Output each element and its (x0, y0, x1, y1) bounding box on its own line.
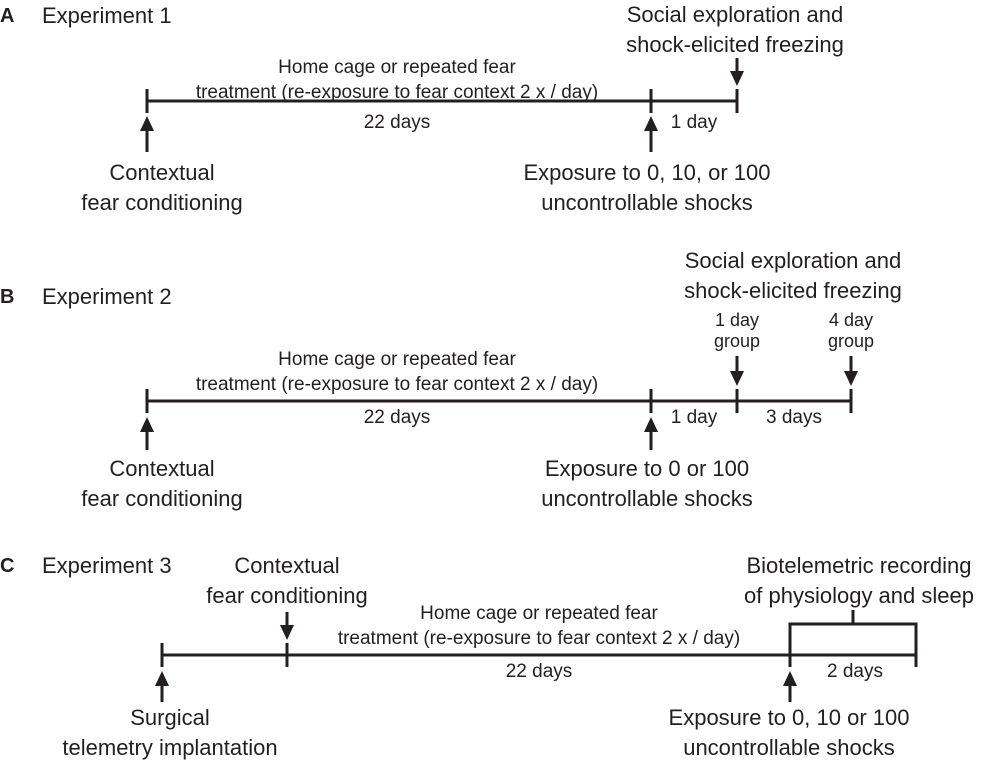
period-2-c: 2 days (827, 661, 883, 682)
left-event-line1-a: Contextual (109, 160, 214, 185)
arrow-down-test-a (730, 58, 744, 86)
panel-letter-c: C (0, 555, 14, 577)
arrow-up-shock-c (783, 671, 797, 702)
mid-event-line1-b: Exposure to 0 or 100 (545, 456, 749, 481)
arrow-up-shock-a (644, 116, 658, 152)
mid-event-line2-a: uncontrollable shocks (541, 190, 753, 215)
period-3-b: 3 days (766, 407, 822, 428)
group-2-line1-b: 4 day (829, 310, 873, 330)
recording-bracket-c (788, 610, 918, 643)
cond-event-line2-c: fear conditioning (206, 583, 367, 608)
treatment-line1-b: Home cage or repeated fear (278, 349, 516, 370)
arrow-up-shock-b (644, 417, 658, 450)
panel-title-c: Experiment 3 (42, 553, 172, 578)
cond-event-line1-c: Contextual (234, 553, 339, 578)
test-event-line1-a: Social exploration and (627, 2, 843, 27)
treatment-line1-a: Home cage or repeated fear (278, 57, 516, 78)
group-2-line2-b: group (828, 331, 874, 351)
left-event-line2-c: telemetry implantation (62, 735, 277, 760)
panel-letter-b: B (0, 286, 14, 308)
period-main-b: 22 days (364, 407, 431, 428)
left-event-line1-c: Surgical (130, 705, 209, 730)
panel-title-b: Experiment 2 (42, 284, 172, 309)
left-event-line1-b: Contextual (109, 456, 214, 481)
mid-event-line2-c: uncontrollable shocks (683, 735, 895, 760)
arrow-up-conditioning-a (140, 116, 154, 152)
treatment-line2-c: treatment (re-exposure to fear context 2… (338, 628, 740, 649)
left-event-line2-a: fear conditioning (81, 190, 242, 215)
panel-letter-a: A (0, 5, 14, 27)
left-event-line2-b: fear conditioning (81, 486, 242, 511)
period-main-a: 22 days (364, 112, 431, 133)
treatment-line2-a: treatment (re-exposure to fear context 2… (196, 82, 598, 103)
panel-b: B Experiment 2 Social exploration and sh… (0, 248, 902, 511)
panel-c: C Experiment 3 Contextual fear condition… (0, 553, 974, 760)
arrow-down-test2-b (844, 356, 858, 386)
panel-title-a: Experiment 1 (42, 3, 172, 28)
test-event-line2-b: shock-elicited freezing (684, 278, 902, 303)
period-main-c: 22 days (506, 661, 573, 682)
test-event-line2-a: shock-elicited freezing (626, 32, 844, 57)
arrow-down-conditioning-c (280, 612, 294, 640)
period-2-a: 1 day (671, 112, 718, 133)
treatment-line1-c: Home cage or repeated fear (420, 603, 658, 624)
mid-event-line1-c: Exposure to 0, 10 or 100 (669, 705, 910, 730)
arrow-down-test1-b (730, 356, 744, 386)
test-event-line2-c: of physiology and sleep (744, 583, 974, 608)
test-event-line1-c: Biotelemetric recording (747, 553, 972, 578)
group-1-line2-b: group (714, 331, 760, 351)
period-2-b: 1 day (671, 407, 718, 428)
group-1-line1-b: 1 day (715, 310, 759, 330)
test-event-line1-b: Social exploration and (685, 248, 901, 273)
arrow-up-conditioning-b (140, 417, 154, 450)
mid-event-line1-a: Exposure to 0, 10, or 100 (523, 160, 770, 185)
mid-event-line2-b: uncontrollable shocks (541, 486, 753, 511)
treatment-line2-b: treatment (re-exposure to fear context 2… (196, 374, 598, 395)
panel-a: A Experiment 1 Social exploration and sh… (0, 2, 844, 215)
arrow-up-surgery-c (155, 671, 169, 702)
